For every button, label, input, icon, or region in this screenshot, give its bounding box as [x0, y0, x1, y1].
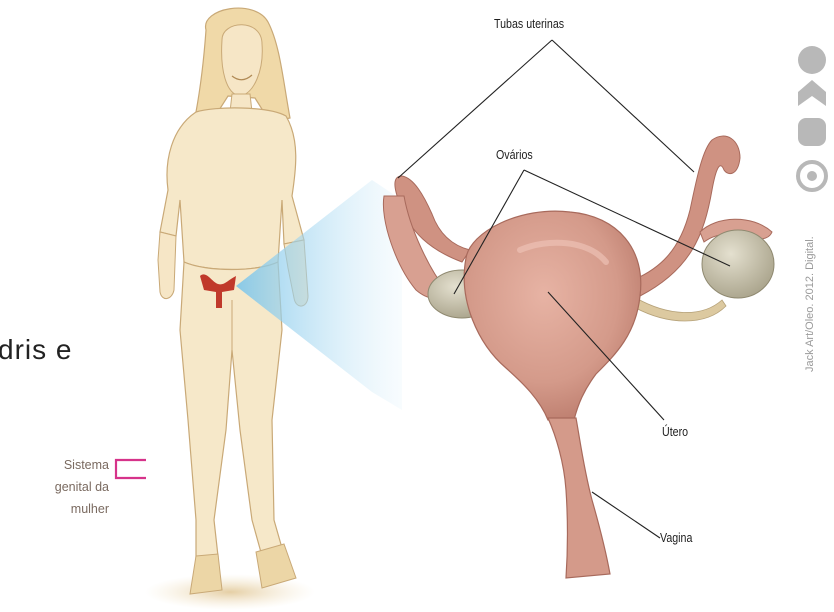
- right-ligament: [632, 298, 726, 321]
- label-ovarios: Ovários: [496, 147, 533, 162]
- logo-chevron-icon: [798, 80, 826, 106]
- label-tubas-uterinas: Tubas uterinas: [494, 16, 564, 31]
- cropped-body-text: dris e: [0, 334, 72, 366]
- right-ovary: [702, 230, 774, 298]
- publisher-logo: [798, 46, 826, 190]
- figure-shirt: [160, 108, 304, 270]
- image-credit: Jack Art/Oleo. 2012. Digital.: [804, 236, 816, 372]
- figure-left-shoe: [190, 554, 222, 594]
- logo-spiral-inner: [807, 171, 817, 181]
- figure-left-arm: [158, 232, 176, 299]
- caption-line-2: genital da: [55, 476, 109, 498]
- label-vagina: Vagina: [660, 530, 692, 545]
- logo-square-icon: [798, 118, 826, 146]
- leader-vagina: [592, 492, 660, 538]
- uterus-illustration: [383, 136, 774, 578]
- caption-bracket-icon: [116, 460, 146, 478]
- label-utero: Útero: [662, 424, 688, 439]
- caption-line-1: Sistema: [55, 454, 109, 476]
- leader-tubas-right: [552, 40, 694, 172]
- logo-c-icon: [798, 46, 826, 74]
- caption-sistema-genital: Sistema genital da mulher: [55, 454, 109, 520]
- caption-line-3: mulher: [55, 498, 109, 520]
